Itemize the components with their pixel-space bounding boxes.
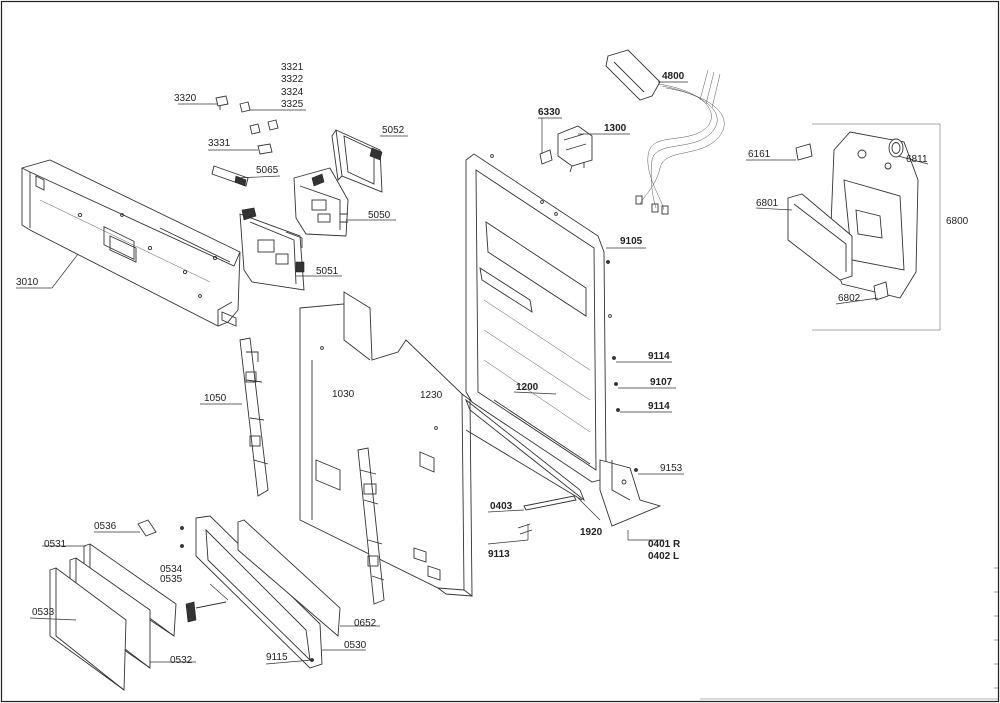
seal-0403	[523, 495, 577, 511]
screws-9113	[517, 523, 533, 535]
module-cover-5052	[331, 129, 383, 193]
label-5052: 5052	[382, 125, 405, 136]
label-9153: 9153	[660, 463, 683, 474]
label-9114-top: 9114	[648, 351, 670, 362]
label-9105: 9105	[620, 236, 643, 247]
label-9113: 9113	[488, 549, 510, 560]
label-0532: 0532	[170, 655, 193, 666]
hinge-arm-right	[357, 447, 385, 605]
part-6161	[795, 143, 813, 161]
label-0531: 0531	[44, 539, 67, 550]
label-1230: 1230	[420, 390, 443, 401]
label-6802: 6802	[838, 293, 861, 304]
label-3322: 3322	[281, 74, 304, 85]
label-5051: 5051	[316, 266, 339, 277]
label-9107: 9107	[650, 377, 673, 388]
rail-1920	[464, 398, 586, 502]
label-6800: 6800	[946, 216, 969, 227]
control-panel-3010	[21, 159, 241, 327]
label-3325: 3325	[281, 99, 304, 110]
label-1200: 1200	[516, 382, 539, 393]
handle-clip-0534	[185, 601, 227, 623]
button-set-3321	[239, 101, 279, 135]
inner-door-1200	[465, 153, 612, 483]
label-0402: 0402 L	[648, 551, 679, 562]
label-0533: 0533	[32, 607, 55, 618]
label-0534: 0534	[160, 564, 183, 575]
label-1030: 1030	[332, 389, 355, 400]
label-9114-bottom: 9114	[648, 401, 670, 412]
wiring-harness-4800	[605, 49, 725, 215]
dispenser-1300	[557, 125, 593, 173]
label-0403: 0403	[490, 501, 513, 512]
detail-box-6800	[812, 123, 941, 331]
button-3331	[257, 143, 273, 155]
label-5065: 5065	[256, 165, 279, 176]
label-6330: 6330	[538, 107, 561, 118]
part-labels: 3010 3320 3321 3322 3324 3325 3331 5065 …	[16, 62, 969, 666]
label-1050: 1050	[204, 393, 227, 404]
label-4800: 4800	[662, 71, 685, 82]
label-0401: 0401 R	[648, 539, 681, 550]
label-0652: 0652	[354, 618, 377, 629]
label-5050: 5050	[368, 210, 391, 221]
label-3010: 3010	[16, 277, 39, 288]
label-0535: 0535	[160, 574, 183, 585]
label-0536: 0536	[94, 521, 117, 532]
part-6802	[873, 281, 889, 301]
label-6811: 6811	[906, 154, 928, 165]
label-3320: 3320	[174, 93, 197, 104]
button-3320	[215, 95, 229, 110]
label-3331: 3331	[208, 138, 231, 149]
power-module-5051	[239, 207, 305, 291]
trim-0652	[237, 519, 341, 637]
label-0530: 0530	[344, 640, 367, 651]
lid-6801	[787, 193, 853, 281]
leader-lines	[16, 81, 929, 665]
label-9115: 9115	[266, 652, 288, 663]
label-6801: 6801	[756, 198, 779, 209]
cap-6811	[888, 138, 904, 158]
light-guide-5065	[211, 165, 249, 187]
hinge-0401	[599, 459, 662, 527]
handle-clip-0536	[137, 519, 157, 537]
screws-right	[606, 260, 638, 472]
sensor-6330	[539, 149, 553, 165]
handle-bar-0533	[49, 567, 127, 691]
door-seal-1230	[437, 393, 473, 597]
hinge-arm-1050	[239, 337, 269, 497]
control-module-5050	[293, 167, 349, 237]
label-6161: 6161	[748, 149, 771, 160]
label-3321: 3321	[281, 62, 304, 73]
label-1300: 1300	[604, 123, 627, 134]
outer-door-panel-1030	[299, 291, 465, 591]
label-1920: 1920	[580, 527, 603, 538]
label-3324: 3324	[281, 87, 304, 98]
margin-ticks	[994, 567, 998, 689]
screws-bottom	[180, 526, 314, 662]
